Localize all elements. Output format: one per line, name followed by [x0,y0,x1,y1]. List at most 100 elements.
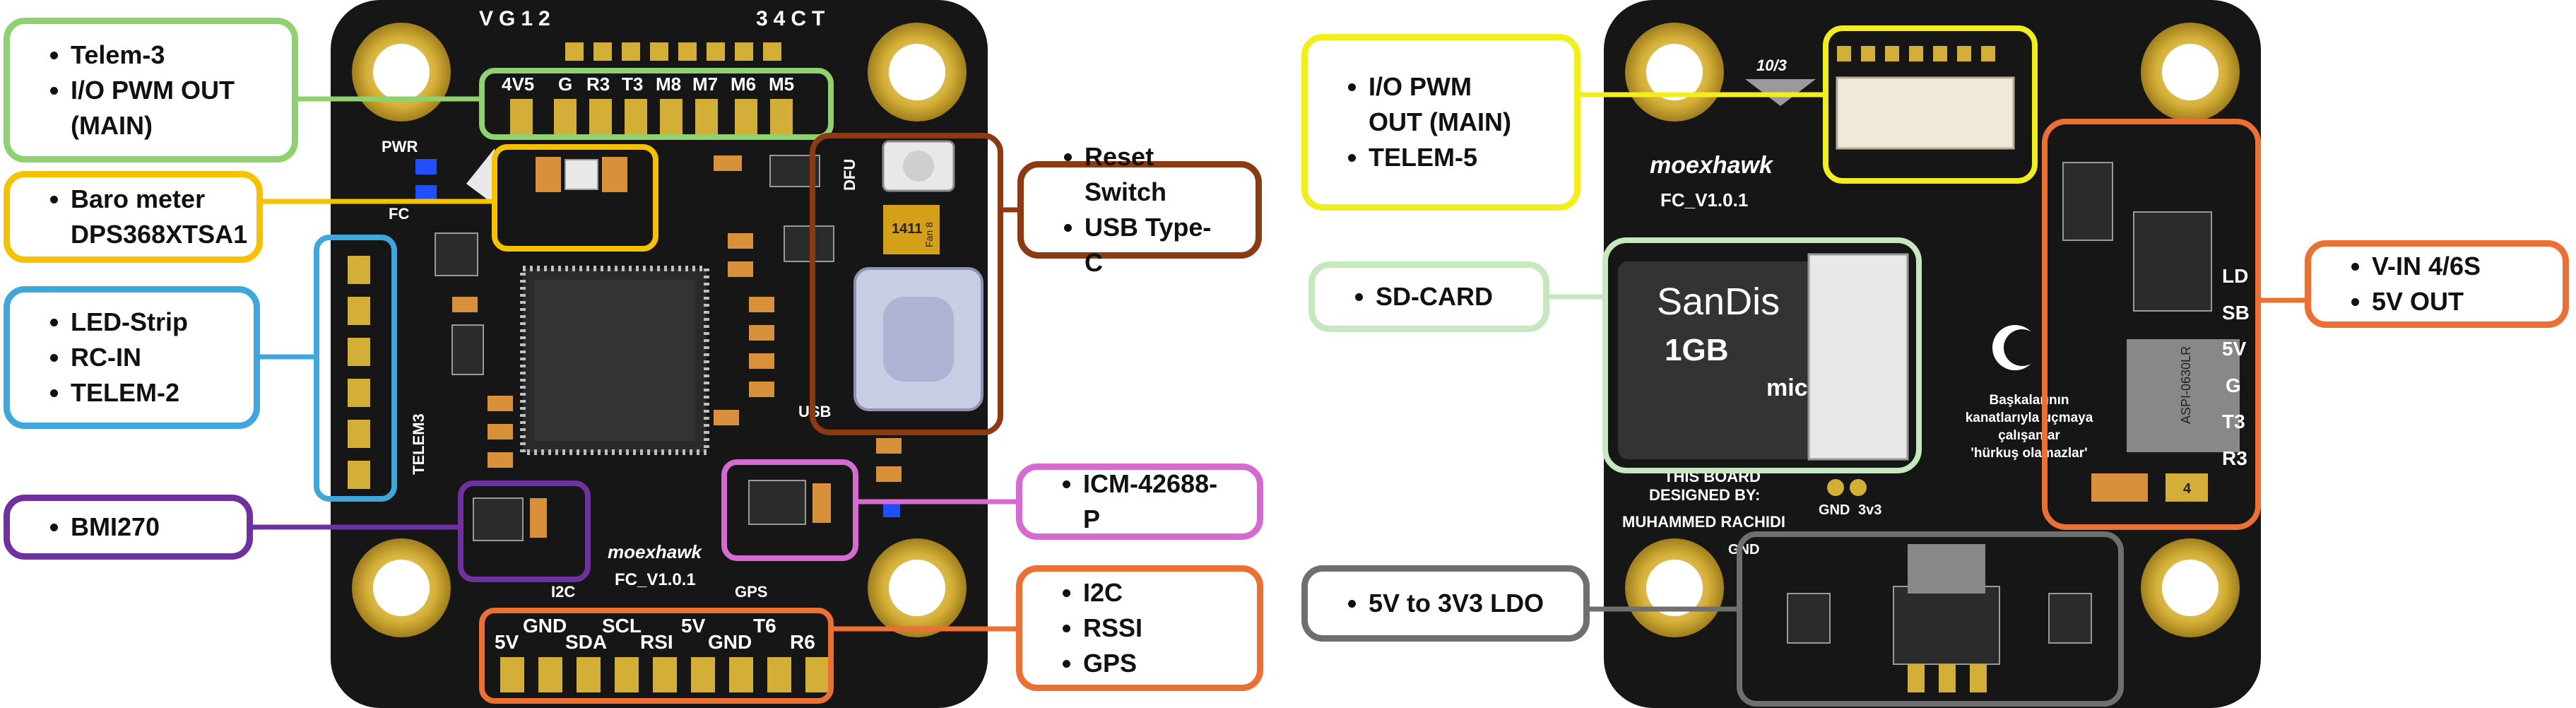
mounting-hole-top-right [868,23,967,122]
bottom-solder-pads [500,657,829,692]
callout-item: I2C [1083,575,1142,610]
top-pad-label: G [558,73,572,95]
side-pad-label: 5V [2222,338,2247,360]
cap-label: 4 [2183,481,2192,497]
fc-led [415,185,437,201]
usb-c-port [853,267,983,411]
bottom-pad-label: GND [708,631,752,653]
callout-item: LED-Strip [71,305,188,340]
highlight-bmi [458,480,591,582]
side-pad-labels: LD SB 5V G T3 R3 [2222,265,2250,469]
back-mounting-hole-top-right [2141,23,2240,122]
gnd-3v3-pads: GND 3v3 GND [1728,479,1881,557]
passive-components [452,155,902,482]
callout-bmi270: BMI270 [4,495,253,560]
sd-card-logo: mic [1766,374,1808,401]
bmi270-chip [473,497,547,541]
mcu-chip [520,266,709,455]
callout-item: BMI270 [71,509,160,545]
highlight-boxes [314,25,2261,707]
designer-name: MUHAMMED RACHIDI [1622,513,1785,531]
callout-ldo: 5V to 3V3 LDO [1301,565,1590,642]
side-pad-label: R3 [2222,447,2247,469]
callout-icm: ICM-42688-P [1016,464,1263,540]
pwr-led [415,159,437,175]
callout-vin: V-IN 4/6S 5V OUT [2305,240,2569,328]
crescent-star-logo [1992,325,2040,370]
power-section: ASPI-0630LR 4 [2062,162,2240,502]
callout-io-pwm: I/O PWM OUT (MAIN) TELEM-5 [1301,34,1581,211]
bottom-pad-label: 5V [495,631,519,653]
gnd-silkscreen: GND [1819,502,1850,518]
callout-i2c: I2C RSSI GPS [1016,565,1263,691]
callout-item: Telem-3 [71,37,235,73]
top-pin-header [565,42,781,61]
callout-item: 5V to 3V3 LDO [1369,586,1544,621]
ldo-regulator [1787,544,2092,692]
top-pad-label: R3 [586,73,610,95]
leader-lines [253,92,2305,632]
mounting-hole-top-left [352,23,451,122]
sd-card-size: 1GB [1665,333,1728,367]
top-header-letters-right: 34CT [756,7,830,30]
v33-silkscreen: 3v3 [1858,502,1881,518]
motto-text: Başkalarının kanatlarıyla uçmaya çalışan… [1966,393,2093,461]
baro-sensor [536,157,627,192]
callout-item: GPS [1083,646,1142,681]
bottom-pad-label: T6 [753,615,776,637]
highlight-left-pads [314,235,397,502]
mounting-hole-bottom-right [868,538,967,637]
fc-label: FC [389,205,409,223]
side-pad-label: LD [2222,265,2248,287]
version-silkscreen: FC_V1.0.1 [615,570,696,589]
left-side-pads [348,256,370,489]
bottom-pad-label: 5V [681,615,706,637]
back-board: 10/3 moexhawk FC_V1.0.1 SanDis 1GB mic B… [1604,0,2261,708]
jst-connector [1836,46,2015,150]
top-pad-label: 4V5 [502,73,534,95]
fuse-top-text: 1411 [892,221,922,237]
highlight-icm [721,459,858,561]
callout-item: USB Type-C [1085,210,1227,281]
back-mounting-hole-bottom-right [2141,538,2240,637]
top-pad-label: M7 [692,73,718,95]
fuse: 1411 Fan 8 [883,205,940,254]
highlight-top-pads [479,68,834,140]
top-pad-labels: 4V5 G R3 T3 M8 M7 M6 M5 [502,73,794,95]
top-solder-pads [510,99,793,134]
motto-line: 'hürkuş olamazlar' [1971,446,2087,461]
motto-line: Başkalarının [1990,393,2069,408]
side-pad-label: T3 [2222,411,2245,432]
back-brand-logo: moexhawk [1650,152,1774,179]
back-version-silkscreen: FC_V1.0.1 [1660,189,1748,211]
callout-item: Reset Switch [1085,139,1227,210]
highlight-power [2042,119,2261,530]
sd-card-brand: SanDis [1657,281,1780,323]
callout-item: TELEM-2 [71,375,188,411]
callout-item: I/O PWM OUT (MAIN) [71,73,235,143]
icm-chip [748,480,831,525]
bottom-pad-label: GND [523,615,567,637]
bottom-pad-label: SDA [565,631,607,653]
callout-led-strip: LED-Strip RC-IN TELEM-2 [4,286,260,429]
dfu-silkscreen: DFU [841,159,858,191]
top-pad-label: M5 [769,73,794,95]
small-ics [435,155,834,375]
gps-led [883,503,900,517]
highlight-jst [1823,25,2038,184]
callout-telem3: Telem-3 I/O PWM OUT (MAIN) [4,18,298,163]
front-board: VG12 34CT 4V5 G R3 T3 M8 M7 M6 M5 PWR [331,0,988,708]
pwr-label: PWR [382,138,418,155]
bottom-pad-label: R6 [790,631,815,653]
bottom-pad-labels-lower: 5V SDA RSI GND R6 [495,631,815,653]
motto-line: kanatlarıyla uçmaya [1966,411,2093,425]
highlight-sdcard [1602,237,1922,473]
i2c-silkscreen: I2C [551,583,575,601]
top-header-letters-left: VG12 [479,7,556,30]
callout-reset-usb: Reset Switch USB Type-C [1017,142,1262,277]
reset-switch [882,140,955,192]
top-pad-label: T3 [622,73,643,95]
brand-logo: moexhawk [608,541,702,562]
callout-item: Baro meter DPS368XTSA1 [71,182,247,252]
